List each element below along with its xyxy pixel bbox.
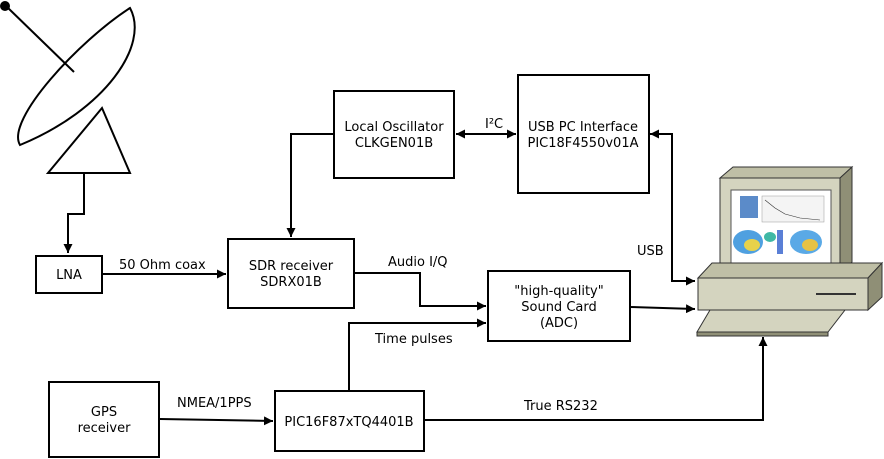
sound-card-block: "high-quality" Sound Card (ADC) bbox=[487, 270, 631, 342]
dish-to-lna-wire bbox=[63, 173, 85, 253]
sound-to-computer-wire bbox=[629, 304, 696, 314]
audio-label: Audio I/Q bbox=[388, 255, 448, 270]
computer-icon bbox=[696, 165, 884, 337]
sound-label-line3: (ADC) bbox=[540, 316, 578, 331]
sdr-label-line2: SDRX01B bbox=[260, 275, 322, 290]
time-pulses-wire bbox=[348, 318, 486, 390]
i2c-label: I²C bbox=[485, 117, 503, 132]
nmea-label: NMEA/1PPS bbox=[177, 396, 252, 411]
usb-label: USB bbox=[637, 244, 664, 259]
pic-block: PIC16F87xTQ4401B bbox=[274, 390, 425, 452]
lo-to-sdr-wire bbox=[286, 133, 334, 237]
pic-label: PIC16F87xTQ4401B bbox=[284, 415, 413, 430]
local-oscillator-block: Local Oscillator CLKGEN01B bbox=[333, 90, 455, 179]
lo-label-line1: Local Oscillator bbox=[344, 120, 444, 135]
sound-label-line1: "high-quality" bbox=[514, 284, 603, 299]
sdr-receiver-block: SDR receiver SDRX01B bbox=[227, 238, 355, 309]
usb-pc-interface-block: USB PC Interface PIC18F4550v01A bbox=[517, 74, 650, 194]
lo-label-line2: CLKGEN01B bbox=[355, 136, 433, 151]
satellite-dish-icon bbox=[0, 1, 136, 174]
lna-label: LNA bbox=[56, 268, 82, 283]
usb-wire bbox=[650, 129, 695, 286]
gps-receiver-block: GPS receiver bbox=[48, 381, 160, 458]
usb-if-label-line1: USB PC Interface bbox=[528, 120, 638, 135]
coax-label: 50 Ohm coax bbox=[119, 258, 206, 273]
time-pulses-label: Time pulses bbox=[374, 332, 453, 347]
sound-label-line2: Sound Card bbox=[521, 300, 596, 315]
gps-label-line1: GPS bbox=[91, 405, 117, 420]
sdr-label-line1: SDR receiver bbox=[249, 259, 334, 274]
audio-wire bbox=[354, 272, 486, 311]
usb-if-label-line2: PIC18F4550v01A bbox=[528, 136, 639, 151]
gps-label-line2: receiver bbox=[78, 421, 132, 436]
nmea-wire bbox=[159, 416, 274, 426]
rs232-wire bbox=[425, 337, 768, 421]
rs232-label: True RS232 bbox=[523, 399, 598, 414]
lna-block: LNA bbox=[35, 255, 103, 294]
